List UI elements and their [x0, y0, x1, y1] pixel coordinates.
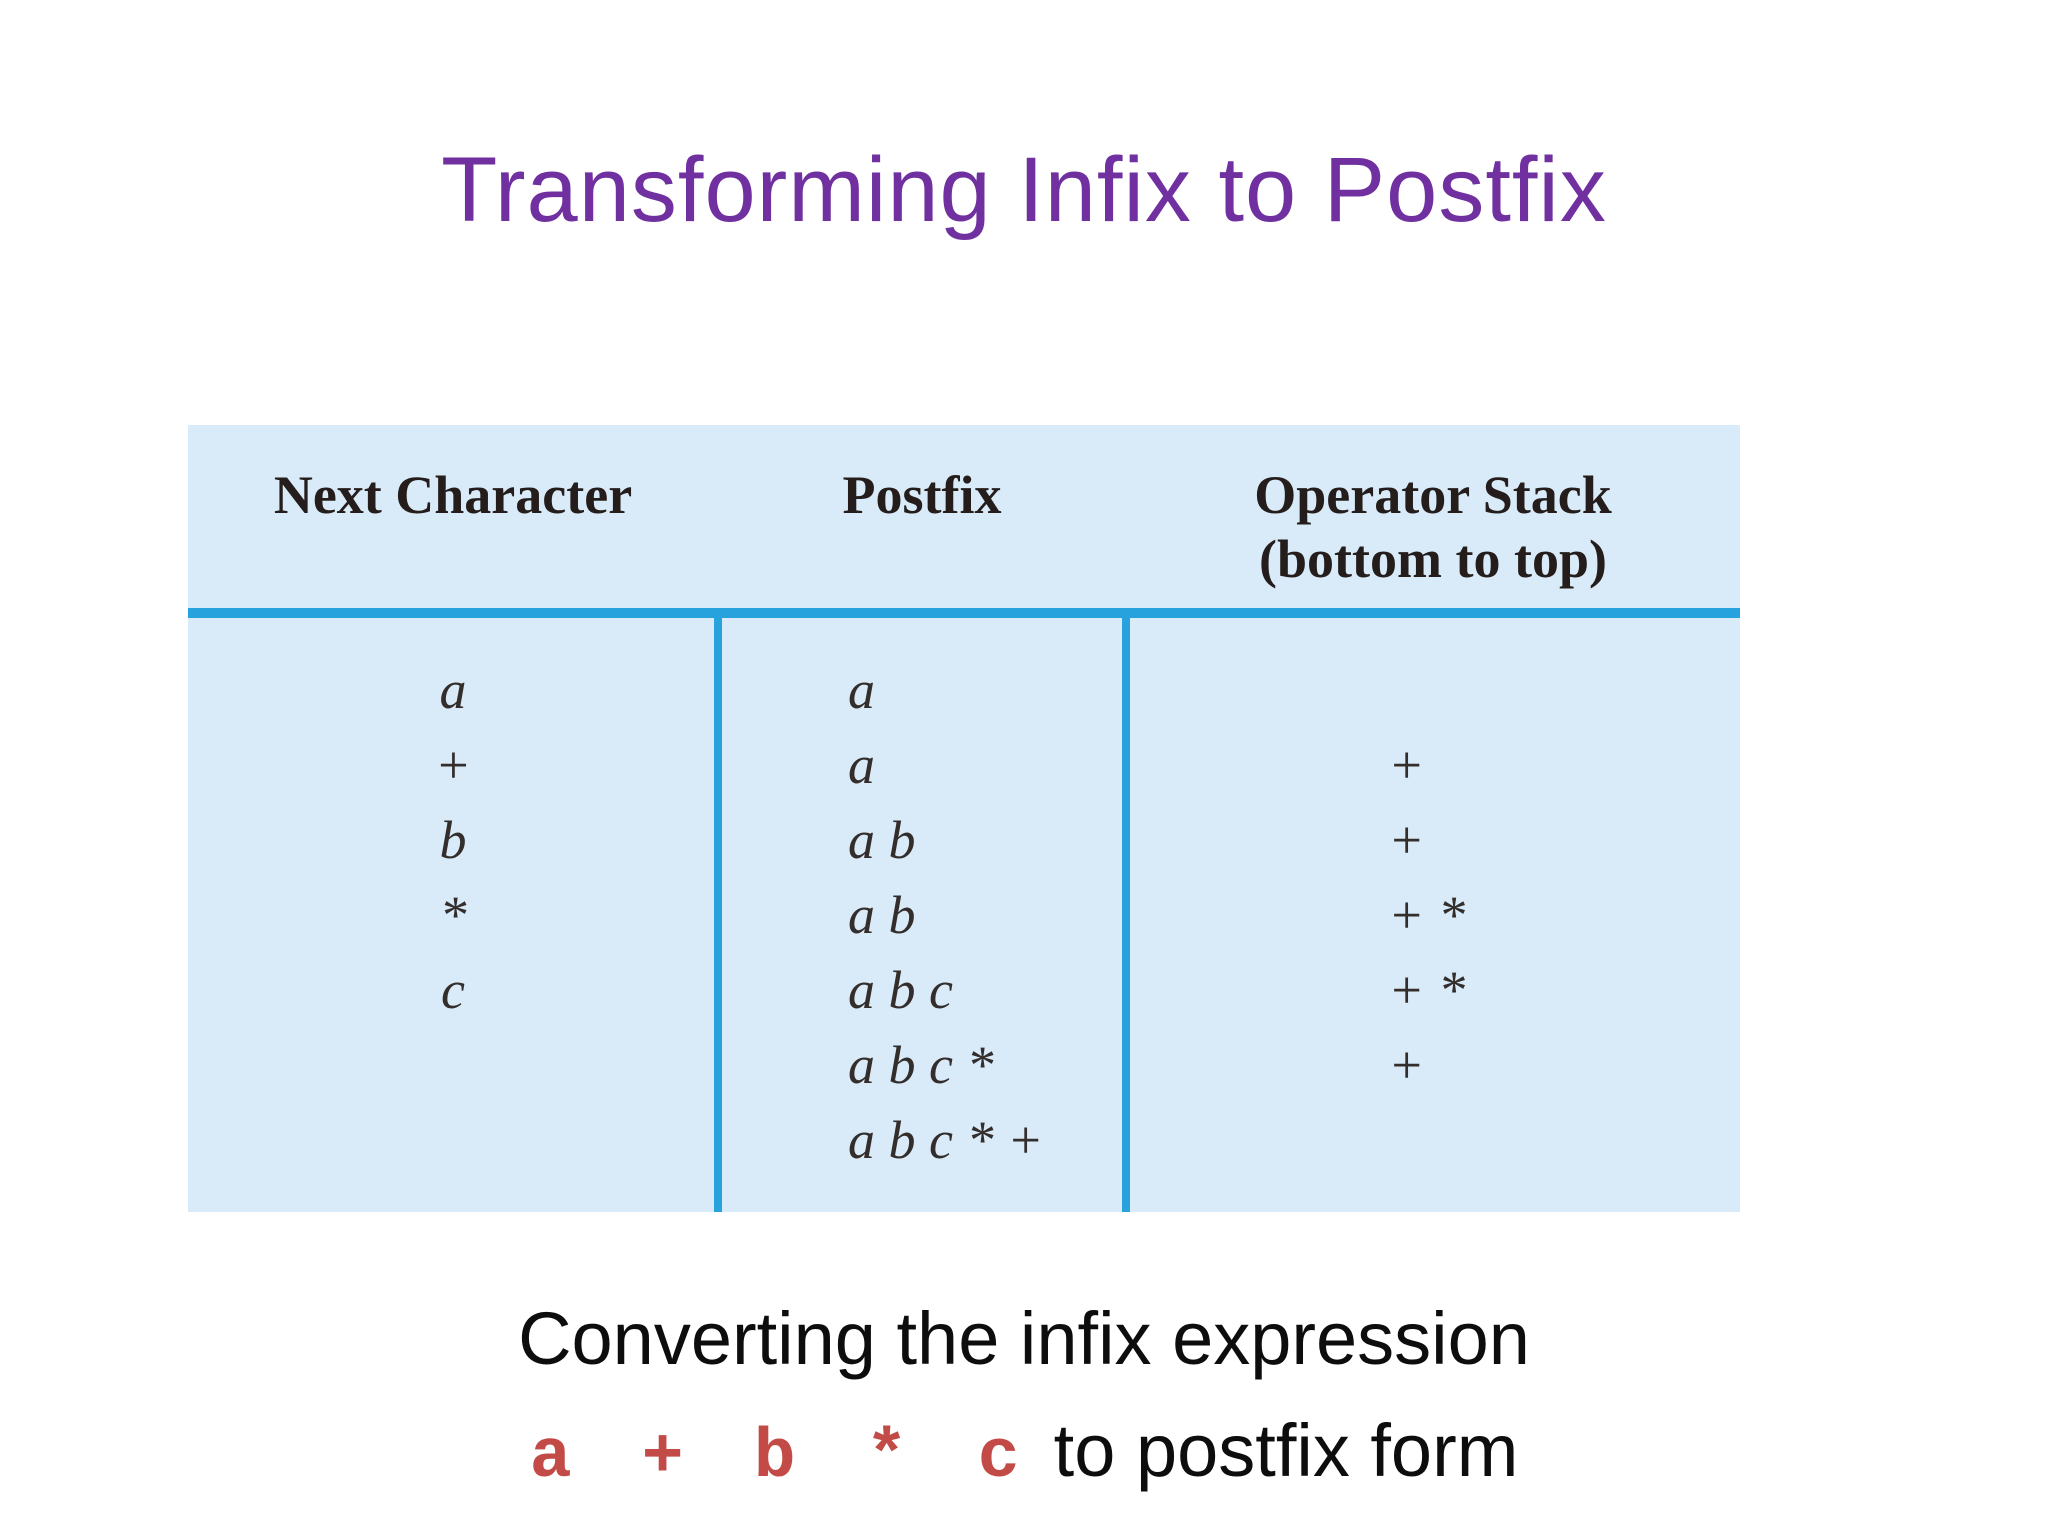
- conversion-table: Next Character Postfix Operator Stack (b…: [188, 425, 1740, 1212]
- column-header-next-character: Next Character: [188, 425, 718, 608]
- table-cell: [188, 1102, 718, 1177]
- table-cell: [188, 1027, 718, 1102]
- table-cell: [1126, 652, 1740, 727]
- table-cell: *: [439, 884, 467, 945]
- column-next-character: a + b * c: [188, 618, 718, 1212]
- table-cell: + *: [1388, 884, 1465, 945]
- table-cell: +: [434, 734, 472, 795]
- column-operator-stack: + + + * + * +: [1126, 618, 1740, 1212]
- table-cell: a: [848, 734, 875, 795]
- table-cell: a b: [848, 809, 916, 870]
- column-header-operator-stack: Operator Stack (bottom to top): [1126, 425, 1740, 608]
- column-header-label: Postfix: [842, 465, 1002, 525]
- table-cell: a b: [848, 884, 916, 945]
- table-cell: a b c: [848, 959, 953, 1020]
- column-divider-line-2: [1122, 618, 1130, 1212]
- column-header-postfix: Postfix: [718, 425, 1126, 608]
- caption-line2-rest: to postfix form: [1053, 1409, 1519, 1492]
- infix-expression-code: a + b * c: [529, 1419, 1034, 1498]
- caption: Converting the infix expression a + b * …: [0, 1293, 2048, 1505]
- page-title: Transforming Infix to Postfix: [441, 139, 1607, 241]
- table-cell: c: [441, 959, 465, 1020]
- table-body: a + b * c a a a b a b a b c a b c * a b …: [188, 618, 1740, 1212]
- table-cell: [1126, 1102, 1740, 1177]
- header-separator-line: [188, 608, 1740, 618]
- table-header-row: Next Character Postfix Operator Stack (b…: [188, 425, 1740, 608]
- table-cell: a b c *: [848, 1034, 994, 1095]
- table-cell: a b c * +: [848, 1109, 1044, 1170]
- table-cell: + *: [1388, 959, 1465, 1020]
- column-postfix: a a a b a b a b c a b c * a b c * +: [718, 618, 1126, 1212]
- table-cell: +: [1388, 1034, 1425, 1095]
- caption-line1: Converting the infix expression: [518, 1297, 1530, 1380]
- table-cell: a: [439, 659, 467, 720]
- column-header-label-line1: Operator Stack: [1254, 465, 1612, 525]
- table-cell: a: [848, 659, 875, 720]
- column-divider-line-1: [714, 618, 722, 1212]
- table-cell: +: [1388, 734, 1425, 795]
- table-cell: +: [1388, 809, 1425, 870]
- column-header-label: Next Character: [273, 465, 633, 525]
- table-cell: b: [439, 809, 467, 870]
- column-header-label-line2: (bottom to top): [1259, 529, 1607, 589]
